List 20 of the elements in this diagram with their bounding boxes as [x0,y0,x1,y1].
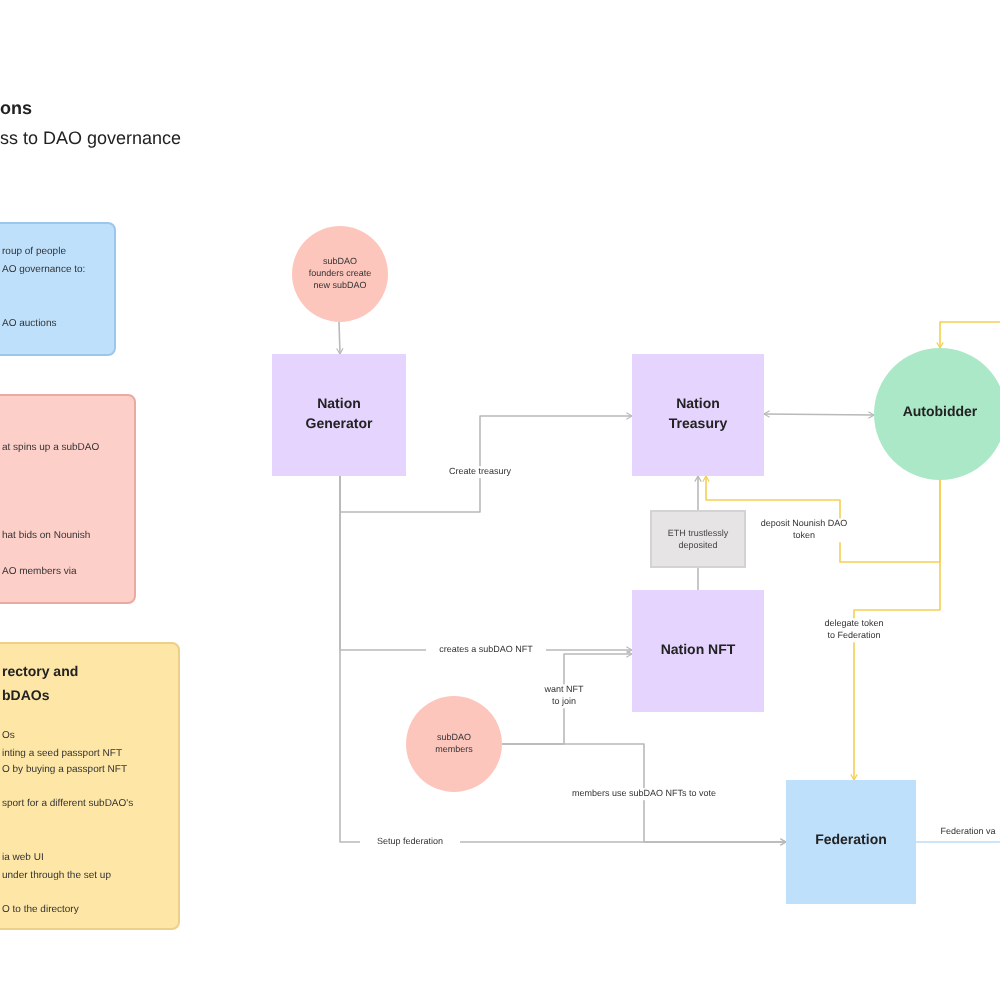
process-box [272,354,406,476]
arrow [702,475,941,563]
arrow [936,321,1000,349]
connector-line [915,841,1000,843]
note-box [650,510,746,568]
process-box [632,354,764,476]
process-box [786,780,916,904]
arrow [336,321,344,355]
arrow [694,475,702,511]
connector-line [697,567,699,591]
arrow [339,412,633,513]
note-card [0,394,136,604]
note-card [0,642,180,930]
arrow [763,410,875,419]
title: ons [0,96,33,122]
arrow [501,743,787,846]
process-box [632,590,764,712]
subtitle: ss to DAO governance [0,126,182,152]
note-card [0,222,116,356]
arrow [850,479,941,781]
